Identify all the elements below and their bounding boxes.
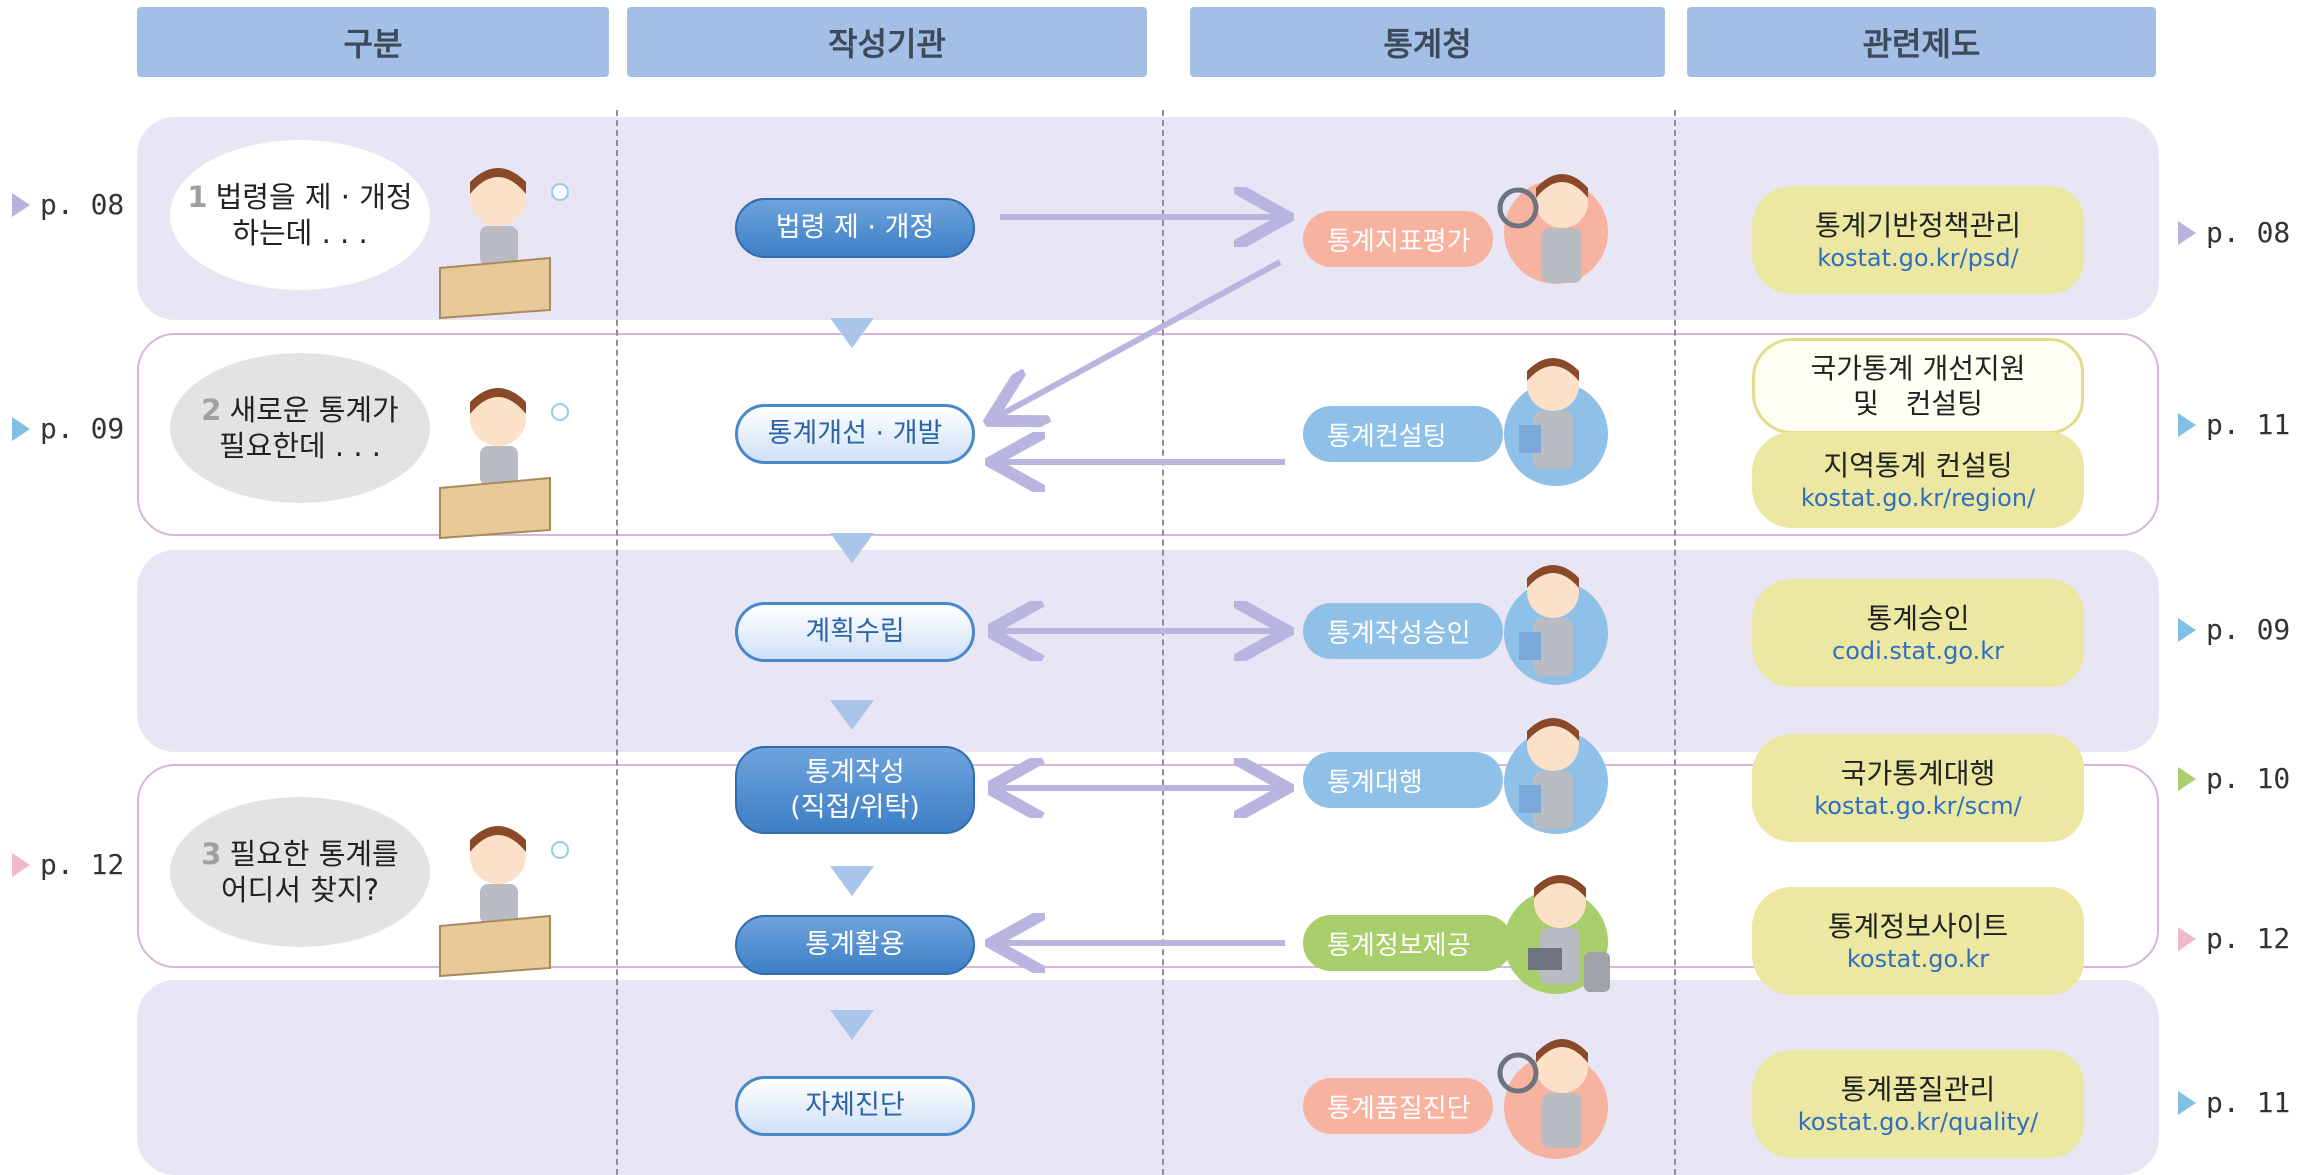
down-arrow-2: [830, 533, 874, 563]
down-arrow-5: [830, 1010, 874, 1040]
step-law-revision: 법령 제 · 개정: [735, 198, 975, 258]
related-policy-management-url[interactable]: kostat.go.kr/psd/: [1817, 243, 2019, 272]
related-national-agency-title: 국가통계대행: [1840, 756, 1996, 790]
laptop-character-icon: [1528, 875, 1610, 992]
question-3-line1: 필요한 통계를: [229, 836, 399, 871]
service-approval: 통계작성승인: [1303, 603, 1503, 659]
related-quality-management: 통계품질관리 kostat.go.kr/quality/: [1752, 1050, 2084, 1158]
triangle-icon: [2178, 926, 2196, 951]
right-page-ref-2-text: p. 11: [2206, 408, 2291, 441]
right-page-ref-5-text: p. 12: [2206, 922, 2291, 955]
step-stat-production-line2: (직접/위탁): [790, 792, 920, 823]
service-consulting: 통계컨설팅: [1303, 406, 1503, 462]
question-1-line2: 하는데 . . .: [232, 216, 368, 250]
down-arrow-3: [830, 700, 874, 730]
related-quality-management-url[interactable]: kostat.go.kr/quality/: [1797, 1107, 2039, 1136]
question-number-1: 1: [187, 179, 208, 214]
service-agency: 통계대행: [1303, 752, 1503, 808]
presenter-character-icon: [1519, 358, 1579, 469]
right-page-ref-5[interactable]: p. 12: [2178, 922, 2290, 955]
question-2-line1: 새로운 통계가: [229, 392, 399, 427]
left-page-ref-3[interactable]: p. 12: [12, 848, 124, 881]
triangle-icon: [2178, 1090, 2196, 1115]
arrow-evaluation-to-improvement: [995, 259, 1282, 418]
related-improvement-support: 국가통계 개선지원 및 컨설팅: [1752, 338, 2084, 434]
related-info-site-url[interactable]: kostat.go.kr: [1846, 944, 1990, 973]
related-quality-management-title: 통계품질관리: [1840, 1072, 1996, 1106]
column-divider-3: [1674, 110, 1676, 1175]
step-stat-usage: 통계활용: [735, 915, 975, 975]
related-info-site-title: 통계정보사이트: [1827, 909, 2009, 943]
question-1-line1: 법령을 제 · 개정: [215, 179, 413, 214]
right-page-ref-6[interactable]: p. 11: [2178, 1086, 2290, 1119]
inspector-character-icon-2: [1497, 1039, 1588, 1148]
header-related-systems: 관련제도: [1687, 7, 2156, 77]
question-number-3: 3: [201, 836, 222, 871]
related-regional-consulting: 지역통계 컨설팅 kostat.go.kr/region/: [1752, 432, 2084, 528]
related-info-site: 통계정보사이트 kostat.go.kr: [1752, 887, 2084, 995]
triangle-icon: [2178, 766, 2196, 791]
related-policy-management-title: 통계기반정책관리: [1814, 208, 2022, 242]
related-national-agency-url[interactable]: kostat.go.kr/scm/: [1814, 791, 2022, 820]
down-arrow-4: [830, 866, 874, 896]
right-page-ref-3-text: p. 09: [2206, 613, 2291, 646]
service-quality-diagnosis: 통계품질진단: [1303, 1078, 1493, 1134]
triangle-icon: [12, 192, 30, 217]
triangle-icon: [2178, 617, 2196, 642]
header-kostat: 통계청: [1190, 7, 1665, 77]
left-page-ref-2[interactable]: p. 09: [12, 412, 124, 445]
triangle-icon: [12, 416, 30, 441]
right-page-ref-4[interactable]: p. 10: [2178, 762, 2290, 795]
related-improvement-support-line2: 및 컨설팅: [1853, 387, 1983, 420]
column-divider-1: [616, 110, 618, 1175]
down-arrow-1: [830, 318, 874, 348]
thinking-character-icon-2: [439, 388, 569, 540]
step-planning: 계획수립: [735, 602, 975, 662]
step-stat-production: 통계작성 (직접/위탁): [735, 746, 975, 834]
header-category: 구분: [137, 7, 609, 77]
presenter-character-icon-3: [1519, 718, 1579, 829]
header-agency: 작성기관: [627, 7, 1147, 77]
triangle-icon: [12, 852, 30, 877]
related-approval-title: 통계승인: [1866, 601, 1970, 635]
related-policy-management: 통계기반정책관리 kostat.go.kr/psd/: [1752, 186, 2084, 294]
left-page-ref-2-text: p. 09: [40, 412, 125, 445]
related-improvement-support-line1: 국가통계 개선지원: [1810, 352, 2026, 385]
related-approval-url[interactable]: codi.stat.go.kr: [1832, 636, 2004, 665]
step-self-diagnosis: 자체진단: [735, 1076, 975, 1136]
right-page-ref-3[interactable]: p. 09: [2178, 613, 2290, 646]
right-page-ref-1[interactable]: p. 08: [2178, 216, 2290, 249]
step-stat-production-line1: 통계작성: [805, 756, 905, 788]
left-page-ref-1[interactable]: p. 08: [12, 188, 124, 221]
related-approval: 통계승인 codi.stat.go.kr: [1752, 579, 2084, 687]
thinking-character-icon-3: [439, 826, 569, 978]
inspector-character-icon: [1497, 174, 1588, 283]
right-page-ref-2[interactable]: p. 11: [2178, 408, 2290, 441]
related-national-agency: 국가통계대행 kostat.go.kr/scm/: [1752, 734, 2084, 842]
right-page-ref-1-text: p. 08: [2206, 216, 2291, 249]
service-indicator-evaluation: 통계지표평가: [1303, 211, 1493, 267]
question-3-line2: 어디서 찾지?: [220, 873, 379, 907]
presenter-character-icon-2: [1519, 565, 1579, 676]
triangle-icon: [2178, 220, 2196, 245]
triangle-icon: [2178, 412, 2196, 437]
service-info-provision: 통계정보제공: [1303, 915, 1513, 971]
left-page-ref-3-text: p. 12: [40, 848, 125, 881]
step-stat-improvement: 통계개선 · 개발: [735, 404, 975, 464]
right-page-ref-6-text: p. 11: [2206, 1086, 2291, 1119]
left-page-ref-1-text: p. 08: [40, 188, 125, 221]
right-page-ref-4-text: p. 10: [2206, 762, 2291, 795]
related-regional-consulting-title: 지역통계 컨설팅: [1823, 448, 2013, 482]
question-2-line2: 필요한데 . . .: [218, 429, 382, 463]
thinking-character-icon-1: [439, 168, 569, 320]
question-number-2: 2: [201, 392, 222, 427]
related-regional-consulting-url[interactable]: kostat.go.kr/region/: [1800, 483, 2036, 512]
